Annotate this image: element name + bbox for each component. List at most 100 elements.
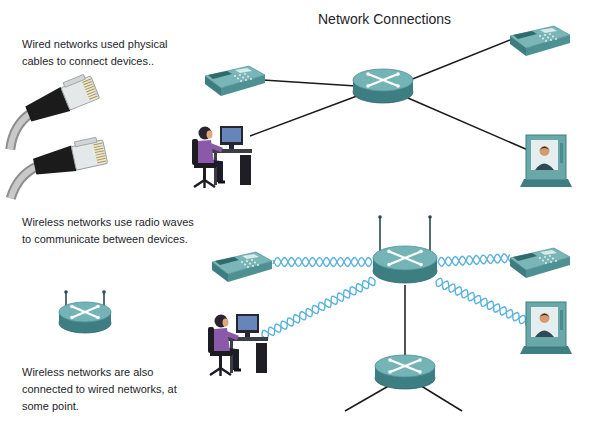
network-cable [418,384,462,411]
phone-key [251,259,253,261]
monitor-stand [245,333,250,337]
router-arrow-head [70,316,74,320]
network-cable [345,384,392,411]
chair-back [192,139,198,165]
router-icon [353,69,413,103]
phone-handset [208,71,232,79]
video-phone-button [560,143,563,163]
wave-strand [273,258,372,267]
phone-key [545,40,547,42]
router-arrow [390,360,420,372]
rj45-contact [96,153,105,155]
phone-key [244,73,246,75]
phone-key [544,34,546,36]
radio-wave [262,277,375,338]
video-phone-screen [531,307,558,337]
phone-key [245,79,247,81]
ip-phone [510,248,570,278]
phone-key [252,265,254,267]
phone-key [539,257,541,259]
video-person-hair [540,314,550,318]
ethernet-cable [2,136,111,198]
rj45-clip [63,74,85,87]
phone-key [544,256,546,258]
router-arrow-head [387,263,391,267]
phone-key [542,38,544,40]
person-arm [209,145,222,150]
antenna-tip [102,290,106,294]
router-arrow-head [70,305,74,309]
phone-key [539,35,541,37]
phone-key [234,75,236,77]
rj45-contact [93,143,102,145]
router-arrow-head [419,250,423,254]
ethernet-cable [0,72,105,149]
phone-key [547,37,549,39]
router-arrow-head [418,370,422,374]
computer-tower [240,155,251,185]
description-note: Wired networks used physical cables to c… [22,36,194,70]
ip-phone [205,66,265,96]
phone-key [549,33,551,35]
phone-key [550,39,552,41]
router-arrow-head [396,84,400,88]
phone-side [526,257,570,278]
diagram-title: Network Connections [318,11,538,28]
monitor [220,126,243,145]
phone-key [555,260,557,262]
network-cable [250,96,357,136]
router-top [375,355,435,377]
phone-key [249,263,251,265]
radio-wave [273,258,372,267]
cable-boot [32,146,77,180]
router-arrow-head [419,263,423,267]
phone-key [545,262,547,264]
video-person-head [540,146,550,156]
phone-handset [513,31,537,39]
video-phone-screen [531,140,558,170]
chair-seat [210,351,232,356]
phone-key [244,264,246,266]
video-phone-button [560,310,563,330]
chair-post [203,168,206,180]
phone-side [526,35,570,56]
video-phone [520,135,572,187]
antenna-tip [64,290,68,294]
ip-phone [212,252,272,282]
phone-key [550,261,552,263]
rj45-contact [97,158,106,160]
monitor-screen [238,316,257,330]
rj45-contact [94,146,103,148]
chair-base [194,180,215,188]
phone-key [240,80,242,82]
phone-key [247,76,249,78]
chair-back [208,327,214,353]
radio-wave [438,254,510,266]
antenna-tip [378,215,382,219]
router-arrow [389,251,421,264]
phone-key [542,260,544,262]
router-icon [59,290,111,333]
chair-post [219,356,222,368]
network-cable [404,285,406,360]
description-note: Wireless networks use radio waves to com… [22,214,197,248]
rj45-contact [96,156,105,158]
network-cable [410,40,510,80]
router-arrow [368,74,398,86]
router-arrow-head [396,72,400,76]
video-phone-body [526,302,566,347]
router-icon [375,355,435,389]
phone-key [241,261,243,263]
wave-strand [262,277,375,338]
video-person-body [535,164,554,171]
phone-key [247,266,249,268]
phone-handset [215,257,239,265]
phone-key [552,36,554,38]
router-arrow-head [388,370,392,374]
phone-screen [242,254,259,259]
desk-leg [214,153,217,185]
rj45-contact [97,161,106,163]
description-note: Wireless networks are also connected to … [22,364,197,415]
phone-key [246,260,248,262]
router-arrow-head [388,358,392,362]
